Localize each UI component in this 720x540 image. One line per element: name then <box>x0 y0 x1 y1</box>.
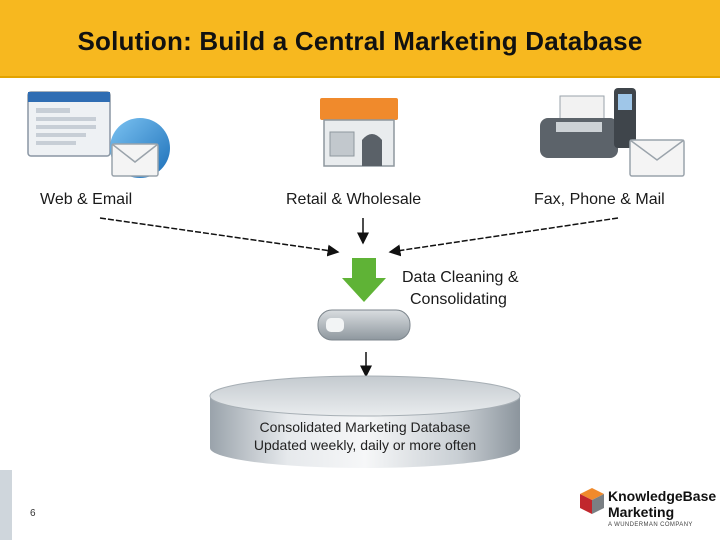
storefront-icon <box>320 98 398 167</box>
cube-logo-icon <box>580 488 604 514</box>
arrow-web-to-process <box>99 217 340 257</box>
source-label-retail-wholesale: Retail & Wholesale <box>286 191 422 208</box>
process-label-line2: Consolidating <box>410 291 507 308</box>
logo-line2: Marketing <box>608 504 675 520</box>
source-label-fax-phone-mail: Fax, Phone & Mail <box>534 191 665 208</box>
logo-tagline: A WUNDERMAN COMPANY <box>608 522 693 528</box>
title-banner <box>0 0 720 78</box>
database-label-line1: Consolidated Marketing Database <box>259 419 471 435</box>
download-drive-icon <box>317 258 411 341</box>
logo-line1: KnowledgeBase <box>608 488 717 504</box>
database-cylinder <box>209 375 521 468</box>
web-email-icon <box>27 91 170 178</box>
footer-accent <box>0 470 12 540</box>
database-label-line2: Updated weekly, daily or more often <box>253 437 477 453</box>
knowledgebase-logo: KnowledgeBase Marketing A WUNDERMAN COMP… <box>578 484 718 534</box>
arrow-fax-to-process <box>388 217 619 257</box>
process-label-line1: Data Cleaning & <box>402 269 519 286</box>
slide-title: Solution: Build a Central Marketing Data… <box>77 26 643 56</box>
fax-phone-mail-icon <box>540 88 685 177</box>
page-number: 6 <box>30 508 36 519</box>
source-label-web-email: Web & Email <box>40 191 133 208</box>
